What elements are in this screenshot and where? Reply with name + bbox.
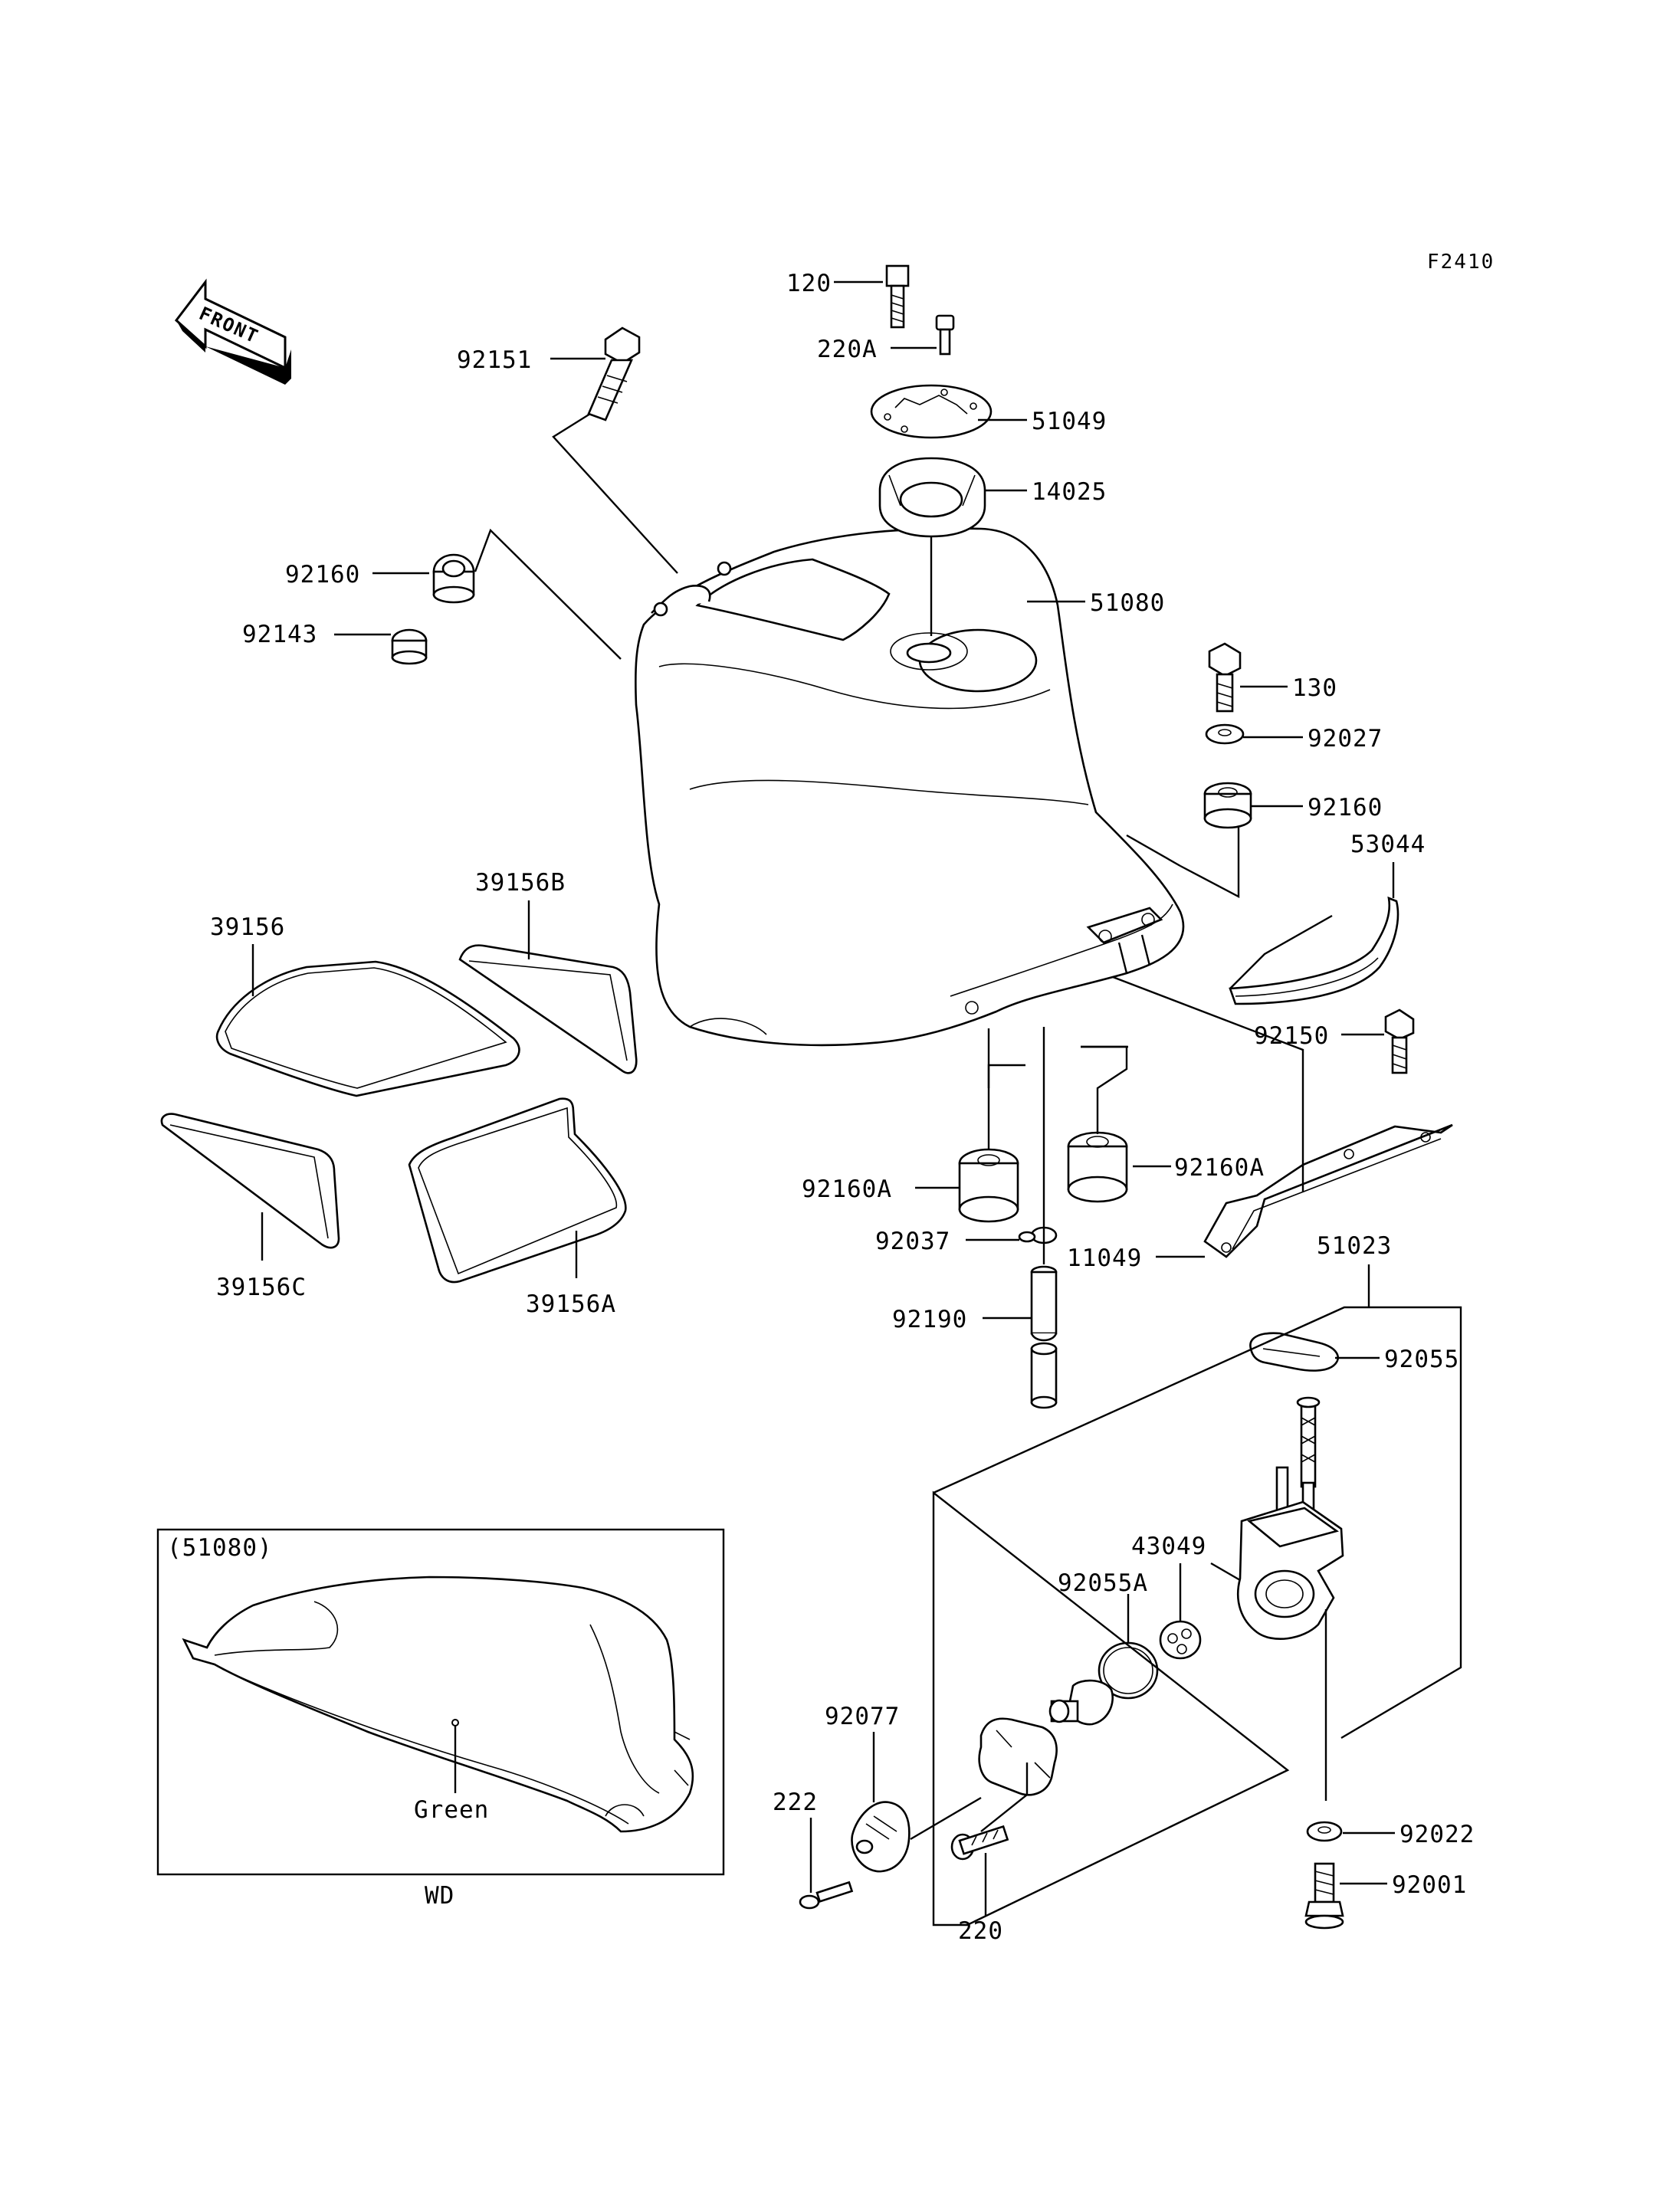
bolt-220a (935, 314, 955, 356)
label-120: 120 (786, 270, 832, 297)
gasket-92055 (1249, 1332, 1339, 1372)
label-11049: 11049 (1067, 1244, 1142, 1272)
label-43049: 43049 (1131, 1533, 1206, 1560)
label-92160-top: 92160 (285, 561, 360, 589)
grommet-92160-right (1203, 782, 1252, 829)
label-39156c: 39156C (216, 1274, 307, 1301)
inset-logo: Ninja (0, 1597, 8, 1661)
label-92055: 92055 (1384, 1346, 1459, 1373)
fuel-cock-body (1236, 1396, 1344, 1801)
grommet-92160-top (432, 553, 475, 604)
fuel-tank (635, 527, 1185, 1047)
inset-color-label: Green (414, 1796, 489, 1824)
label-220: 220 (958, 1917, 1003, 1945)
hose-92190 (1030, 1265, 1058, 1409)
cap-ring (878, 457, 986, 538)
damper-92160a-right (1067, 1131, 1128, 1203)
figure-code: F2410 (1427, 251, 1495, 274)
label-92077: 92077 (825, 1703, 900, 1730)
label-130: 130 (1292, 674, 1337, 702)
screw-222 (799, 1881, 854, 1910)
label-222: 222 (773, 1789, 818, 1816)
label-51049: 51049 (1032, 408, 1107, 435)
label-92001: 92001 (1392, 1871, 1467, 1899)
leader-lines (251, 280, 1395, 1916)
label-92055a: 92055A (1058, 1569, 1148, 1597)
label-92160a-left: 92160A (802, 1176, 892, 1203)
assembly-outline (932, 1306, 1462, 1926)
front-arrow-icon: FRONT (174, 278, 291, 385)
washer-92027 (1205, 723, 1245, 745)
label-14025: 14025 (1032, 478, 1107, 506)
label-92037: 92037 (875, 1228, 950, 1255)
bolt-92150 (1384, 1008, 1415, 1074)
label-92150: 92150 (1254, 1022, 1329, 1050)
lever-92077 (851, 1801, 911, 1873)
label-92190: 92190 (892, 1306, 967, 1333)
inset-box: (51080) Ninja Green (0, 1528, 725, 1876)
label-39156b: 39156B (475, 869, 566, 897)
bolt-92151 (587, 326, 641, 421)
clip-92037 (1018, 1226, 1058, 1244)
filler-cap (870, 384, 993, 439)
bolt-120 (885, 264, 910, 329)
label-92160-right: 92160 (1308, 794, 1383, 821)
label-39156a: 39156A (526, 1290, 616, 1318)
bracket-11049 (1203, 1123, 1453, 1258)
label-92151: 92151 (457, 346, 532, 374)
inset-ref: (51080) (167, 1534, 273, 1562)
valve-plunger (1048, 1679, 1114, 1726)
label-220a: 220A (817, 336, 878, 363)
decal-39156c (160, 1113, 340, 1249)
label-92160a-right: 92160A (1174, 1154, 1265, 1182)
bolt-130 (1208, 642, 1242, 713)
decal-39156a (408, 1097, 627, 1284)
label-92027: 92027 (1308, 725, 1383, 753)
decal-39156b (458, 944, 638, 1074)
screw-220 (950, 1825, 1009, 1861)
cam-plate (978, 1717, 1058, 1796)
label-51080: 51080 (1090, 589, 1165, 617)
decal-39156 (215, 960, 520, 1097)
label-39156: 39156 (210, 913, 285, 941)
collar-92143 (391, 628, 428, 665)
bolt-92001 (1304, 1862, 1344, 1930)
inset-caption: WD (425, 1882, 454, 1910)
label-51023: 51023 (1317, 1232, 1392, 1260)
label-92143: 92143 (242, 621, 317, 648)
damper-92160a-left (958, 1148, 1019, 1223)
strip-53044 (1229, 896, 1399, 1005)
filter-43049 (1159, 1620, 1202, 1660)
label-53044: 53044 (1350, 831, 1426, 858)
label-92022: 92022 (1399, 1821, 1475, 1848)
washer-92022 (1306, 1821, 1343, 1842)
